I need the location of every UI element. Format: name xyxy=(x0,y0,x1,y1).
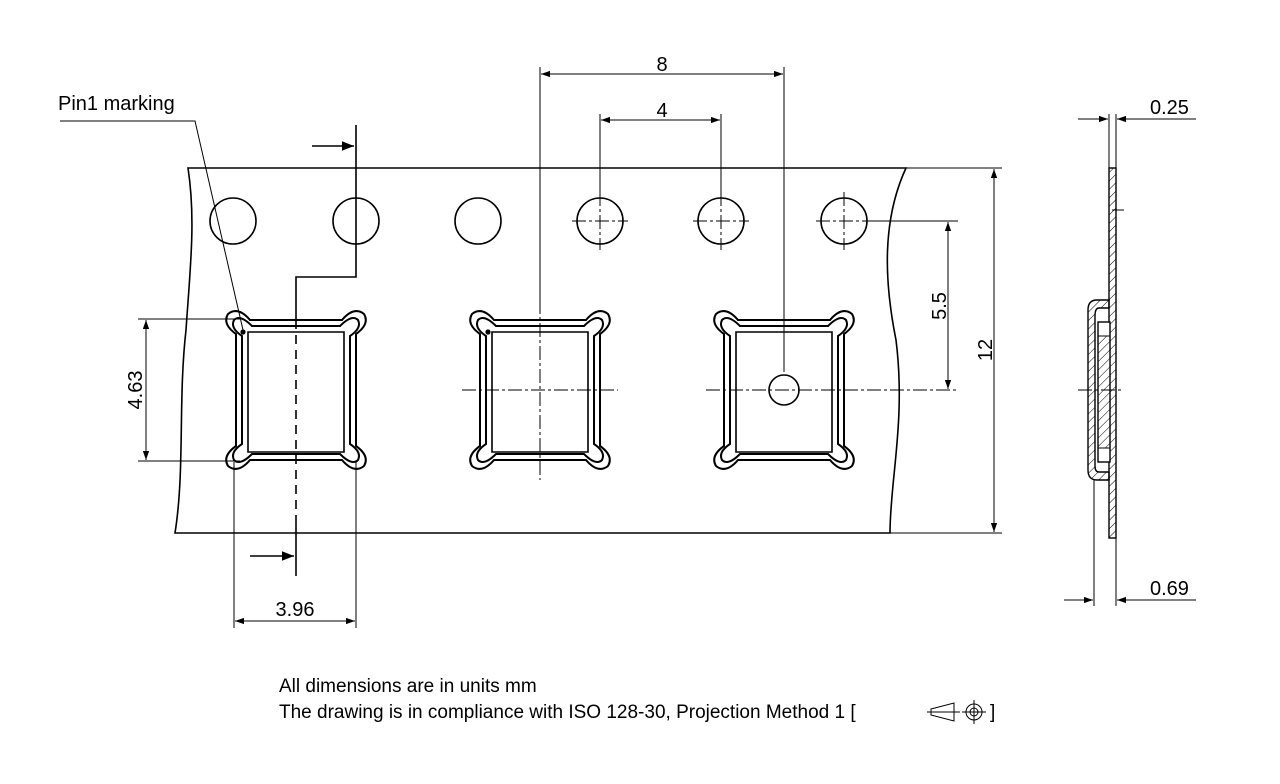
pin1-dot xyxy=(240,329,246,335)
dim-8-label: 8 xyxy=(656,54,667,76)
pin1-dot xyxy=(485,329,491,335)
note-iso-prefix: The drawing is in compliance with ISO 12… xyxy=(279,702,856,723)
note-units: All dimensions are in units mm xyxy=(279,676,537,697)
sprocket-hole xyxy=(209,197,257,245)
dim-0-69-label: 0.69 xyxy=(1150,578,1189,600)
notes: All dimensions are in units mm The drawi… xyxy=(279,676,995,724)
dim-hole-pitch: 4 xyxy=(599,100,722,198)
dim-4-63-label: 4.63 xyxy=(125,371,147,410)
dim-0-25-label: 0.25 xyxy=(1150,97,1189,119)
projection-method-icon xyxy=(927,700,986,724)
dim-pitch: 8 xyxy=(539,54,785,372)
dim-hole-to-pocket: 5.5 xyxy=(868,220,958,389)
dim-3-96-label: 3.96 xyxy=(276,599,315,621)
dim-tape-width: 12 xyxy=(890,167,1002,534)
sprocket-holes xyxy=(209,192,872,250)
dim-4-label: 4 xyxy=(656,100,667,122)
dim-pocket-length: 4.63 xyxy=(125,318,240,462)
pin1-leader: Pin1 marking xyxy=(58,93,244,331)
note-iso: The drawing is in compliance with ISO 12… xyxy=(279,702,856,723)
side-view: 0.25 0.69 xyxy=(1064,97,1196,606)
pockets xyxy=(225,300,956,480)
dim-12-label: 12 xyxy=(975,339,997,361)
dim-pocket-width: 3.96 xyxy=(233,462,357,628)
section-line xyxy=(250,125,357,576)
pin1-marking-label: Pin1 marking xyxy=(58,93,175,115)
note-iso-suffix: ] xyxy=(990,702,995,723)
dim-5-5-label: 5.5 xyxy=(929,292,951,320)
sprocket-hole xyxy=(454,197,502,245)
